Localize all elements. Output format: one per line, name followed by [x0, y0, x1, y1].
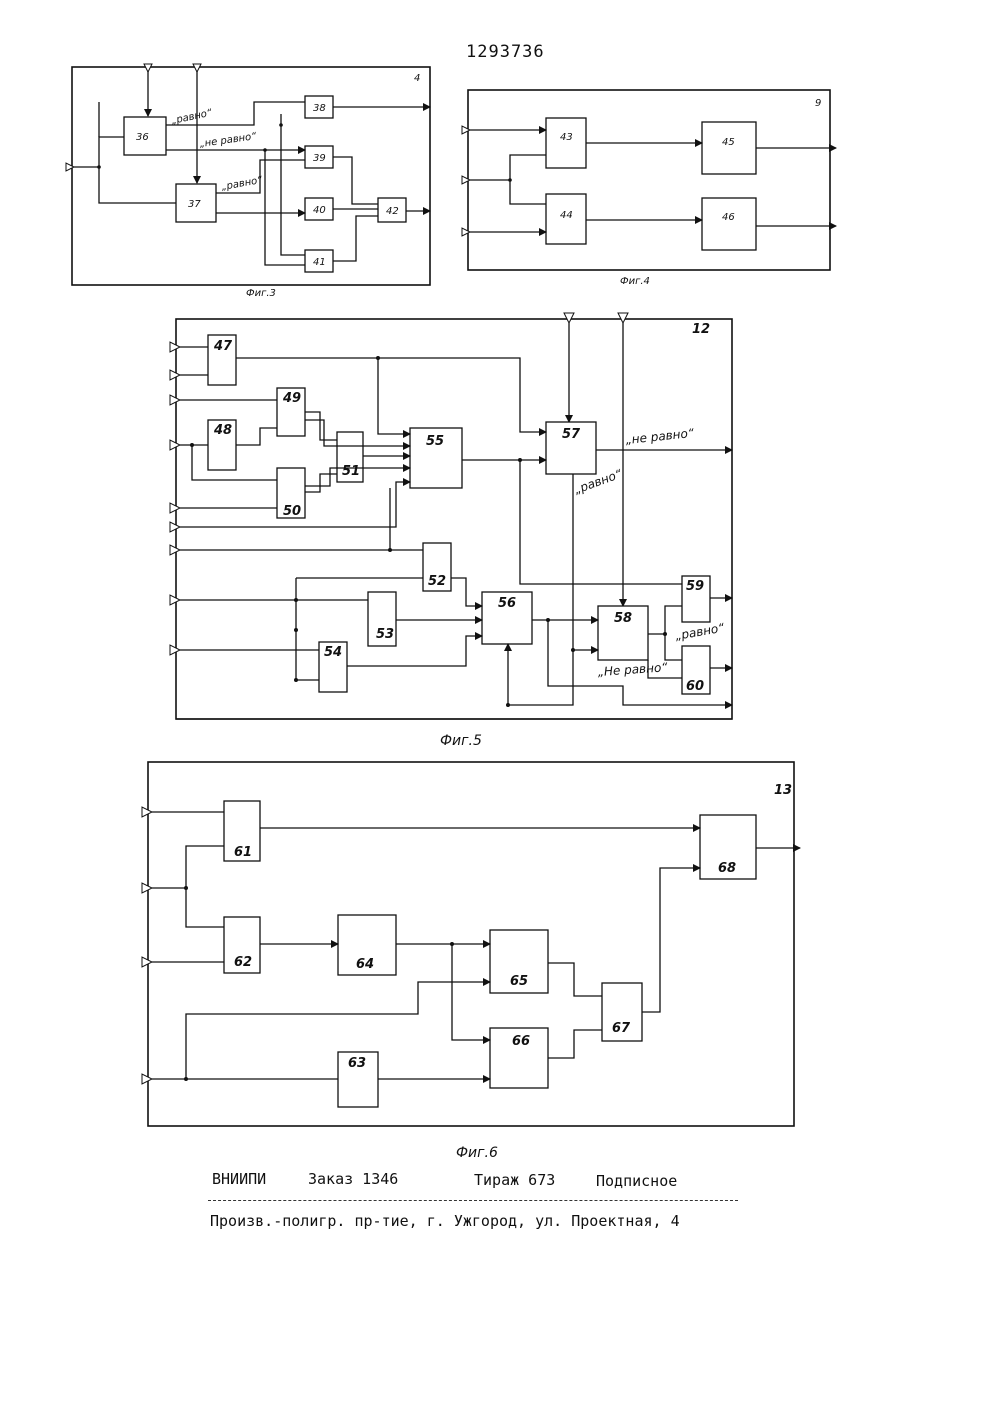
fig5-block-53-label: 53 — [376, 627, 394, 642]
fig3-block-42-label: 42 — [386, 206, 399, 217]
colophon-subscription: Подписное — [596, 1172, 677, 1190]
fig5-block-57-label: 57 — [562, 427, 581, 442]
fig5-block-58-label: 58 — [614, 611, 632, 626]
fig3-block-40-label: 40 — [313, 205, 326, 216]
fig4-frame — [468, 90, 830, 270]
figure-6: 13 61 62 63 64 65 66 67 68 — [142, 762, 800, 1161]
fig6-block-63-label: 63 — [348, 1056, 366, 1071]
fig4-block-45-label: 45 — [722, 137, 735, 148]
fig6-block-62-label: 62 — [234, 955, 252, 970]
fig5-signal-not-equal-2: „Не равно“ — [597, 660, 668, 679]
fig3-frame-label: 4 — [414, 73, 420, 84]
fig4-block-43-label: 43 — [560, 132, 573, 143]
fig6-block-68-label: 68 — [718, 861, 736, 876]
fig3-block-37-label: 37 — [188, 199, 201, 210]
fig3-signal-equal-2: „равно“ — [221, 175, 264, 193]
fig4-block-45 — [702, 122, 756, 174]
fig5-block-56-label: 56 — [498, 596, 516, 611]
fig6-block-61-label: 61 — [234, 845, 252, 860]
fig4-block-43 — [546, 118, 586, 168]
figure-4: 9 43 45 44 46 Фиг.4 — [462, 90, 836, 287]
fig3-block-38-label: 38 — [313, 103, 326, 114]
fig3-block-36-label: 36 — [136, 132, 149, 143]
fig5-frame-label: 12 — [692, 322, 710, 337]
fig5-block-55-label: 55 — [426, 434, 444, 449]
fig5-block-59-label: 59 — [686, 579, 704, 594]
colophon-circulation: Тираж 673 — [474, 1171, 555, 1189]
fig5-caption: Фиг.5 — [440, 733, 482, 749]
fig6-block-65-label: 65 — [510, 974, 528, 989]
fig5-signal-not-equal-1: „не равно“ — [625, 426, 696, 447]
fig6-block-66-label: 66 — [512, 1034, 530, 1049]
fig4-block-46 — [702, 198, 756, 250]
fig3-signal-equal-1: „равно“ — [170, 107, 214, 127]
colophon-org: ВНИИПИ — [212, 1170, 266, 1188]
fig5-block-60-label: 60 — [686, 679, 704, 694]
fig5-block-49-label: 49 — [282, 391, 301, 406]
fig6-block-67-label: 67 — [612, 1021, 631, 1036]
fig5-block-51-label: 51 — [342, 464, 360, 479]
fig6-frame-label: 13 — [774, 783, 792, 798]
fig4-block-44-label: 44 — [560, 210, 573, 221]
fig5-block-52-label: 52 — [428, 574, 446, 589]
figure-5: 12 47 48 4 — [170, 313, 732, 749]
fig5-block-48-label: 48 — [213, 423, 232, 438]
fig4-caption: Фиг.4 — [620, 276, 650, 287]
fig5-block-54-label: 54 — [324, 645, 342, 660]
fig5-left-inputs — [170, 342, 180, 655]
fig3-signal-not-equal: „не равно“ — [199, 131, 258, 150]
fig3-caption: Фиг.3 — [246, 288, 276, 299]
colophon-order: Заказ 1346 — [308, 1170, 398, 1188]
fig5-block-50-label: 50 — [283, 504, 301, 519]
fig5-block-47-label: 47 — [213, 339, 233, 354]
figure-3: 4 36 37 38 39 40 41 42 — [66, 64, 430, 299]
fig3-block-39-label: 39 — [313, 153, 326, 164]
fig4-frame-label: 9 — [815, 98, 821, 109]
colophon-address: Произв.-полигр. пр-тие, г. Ужгород, ул. … — [210, 1212, 680, 1230]
fig5-signal-equal-2: „равно“ — [674, 620, 726, 643]
fig6-block-64-label: 64 — [356, 957, 374, 972]
colophon-divider — [208, 1200, 738, 1201]
fig4-block-46-label: 46 — [722, 212, 735, 223]
fig6-caption: Фиг.6 — [456, 1145, 498, 1161]
fig3-block-41-label: 41 — [313, 257, 326, 268]
